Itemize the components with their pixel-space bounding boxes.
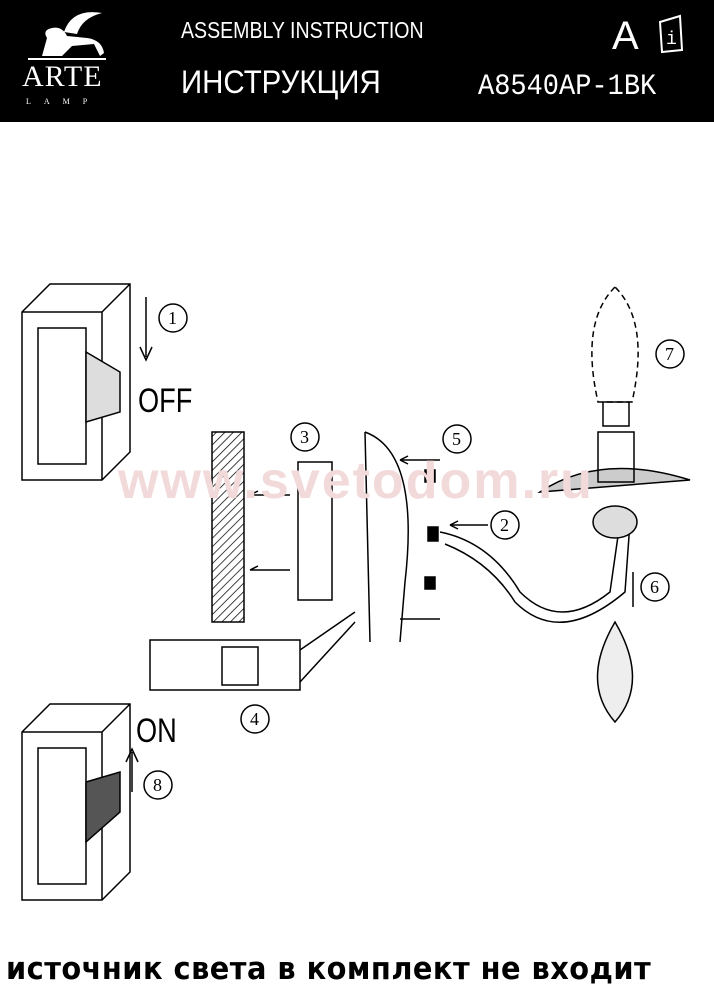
step-4: 4 [250,709,259,729]
off-label: OFF [138,382,193,420]
canopy [364,431,409,643]
on-label: ON [136,712,177,750]
assembly-diagram [21,283,691,901]
step-2: 2 [500,515,509,535]
step-1: 1 [168,308,177,328]
watermark: www.svetodom.ru [118,452,594,510]
step-6: 6 [650,577,659,597]
step-8: 8 [153,775,162,795]
brand-sub: LAMP [26,97,101,106]
winged-lion-logo [28,12,106,60]
manual-book-icon: i [658,14,684,54]
arm [439,521,621,613]
footer-note: источник света в комплект не входит [6,951,652,987]
crystal [596,620,634,724]
mounting-plate [297,461,333,601]
wall [211,431,245,623]
arrow-down [139,297,153,362]
language-letter: A [612,14,639,58]
svg-text:i: i [666,30,677,50]
step-3: 3 [300,427,309,447]
step-5: 5 [452,429,461,449]
switch-off [21,283,131,481]
wiring-box [149,639,301,691]
step-7: 7 [665,344,674,364]
brand-logo: ARTE [22,60,103,93]
title-en: ASSEMBLY INSTRUCTION [181,17,424,43]
header: ARTE LAMP ASSEMBLY INSTRUCTION ИНСТРУКЦИ… [0,0,714,122]
model-number: A8540AP-1BK [478,70,657,104]
switch-on [21,703,131,901]
title-ru: ИНСТРУКЦИЯ [181,64,381,100]
bulb [591,285,639,403]
